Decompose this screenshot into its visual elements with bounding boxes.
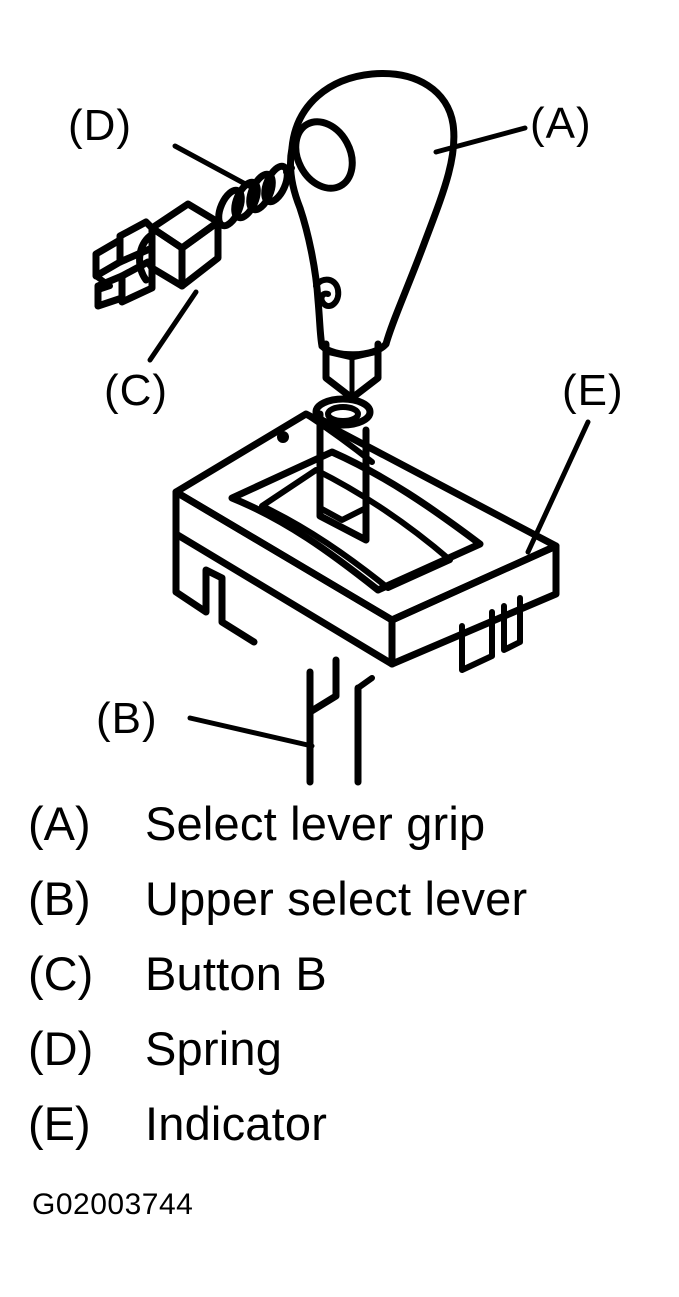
leader-lines (147, 125, 591, 749)
legend-key-c: (C) (28, 947, 94, 1000)
tube-base-edge (317, 505, 369, 523)
legend-row-d: (D) Spring (0, 1020, 679, 1095)
callout-a: (A) (530, 99, 592, 148)
legend-label-b: Upper select lever (145, 872, 528, 925)
button-b (92, 200, 222, 310)
legend-key-b: (B) (28, 872, 91, 925)
legend-label-d: Spring (145, 1022, 283, 1075)
diagram-canvas: (D) (A) (C) (E) (B) (68, 70, 624, 786)
leader-line-a (433, 125, 528, 155)
indicator-center-tube (312, 395, 374, 544)
leader-line-b (187, 715, 315, 749)
tube-bore (325, 404, 361, 424)
legend-label-c: Button B (145, 947, 327, 1000)
lever-rod-left-bracket (306, 656, 340, 716)
exploded-view-diagram: (D) (A) (C) (E) (B) (68, 70, 624, 786)
tube-rim-outer (312, 395, 374, 429)
legend-row-e: (E) Indicator (0, 1095, 679, 1170)
tube-body (316, 410, 370, 544)
legend-row-c: (C) Button B (0, 945, 679, 1020)
callout-d: (D) (68, 101, 132, 150)
legend-label-e: Indicator (145, 1097, 328, 1150)
indicator-tab-right (501, 595, 523, 653)
grip-outline-right (288, 70, 458, 348)
button-terminal-edge (93, 251, 113, 293)
grip-button-bore (292, 118, 356, 192)
grip-outline-left (286, 144, 326, 350)
grip-hook-detail (313, 276, 342, 309)
button-terminal-lower (94, 272, 126, 310)
indicator-top-stud (277, 431, 289, 443)
legend-key-d: (D) (28, 1022, 94, 1075)
indicator-gate-slot-outer (228, 448, 484, 594)
leader-line-d (172, 143, 252, 189)
spring-tail (283, 165, 295, 175)
leader-line-c (147, 289, 199, 363)
grip-stem-top-edge (323, 349, 381, 361)
upper-select-lever (306, 656, 375, 786)
callout-e: (E) (562, 366, 624, 415)
figure-id-code: G02003744 (32, 1188, 194, 1221)
legend-row-b: (B) Upper select lever (0, 870, 679, 945)
indicator-gate-slot-inner (259, 467, 453, 591)
indicator-left-notch (172, 530, 258, 646)
legend-key-a: (A) (28, 797, 91, 850)
spring (215, 162, 295, 230)
indicator (172, 410, 560, 673)
button-right-face (178, 218, 222, 290)
indicator-tab-left (459, 609, 495, 673)
leader-line-e (525, 419, 591, 555)
legend-row-a: (A) Select lever grip (0, 795, 679, 870)
legend-list: (A) Select lever grip (B) Upper select l… (0, 795, 679, 1170)
legend-key-e: (E) (28, 1097, 91, 1150)
callout-c: (C) (104, 366, 168, 415)
callout-b: (B) (96, 694, 158, 743)
legend-label-a: Select lever grip (145, 797, 486, 850)
spring-coil-4 (261, 162, 291, 206)
callout-labels: (D) (A) (C) (E) (B) (68, 99, 624, 743)
indicator-right-face (388, 542, 560, 668)
lever-rod-right-head (355, 675, 375, 691)
